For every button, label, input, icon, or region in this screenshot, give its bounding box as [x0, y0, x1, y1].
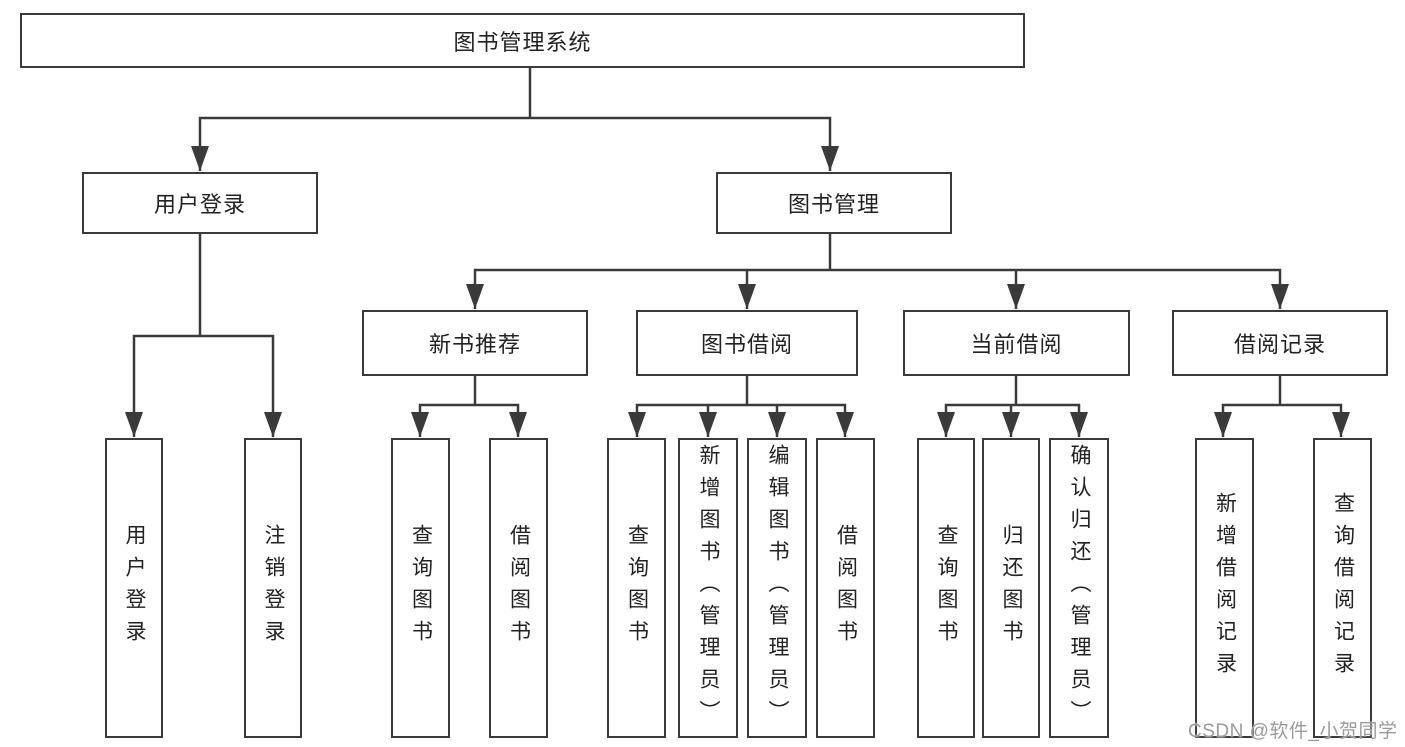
node-book-borrow: 图书借阅	[636, 310, 858, 376]
leaf-records-query-record: 查询借阅记录	[1313, 438, 1372, 738]
leaf-borrow-query-book: 查询图书	[607, 438, 666, 738]
leaf-user-login-label: 用户登录	[123, 524, 146, 652]
node-root-label: 图书管理系统	[453, 29, 592, 55]
leaf-newbook-borrow-book: 借阅图书	[489, 438, 548, 738]
leaf-borrow-query-book-label: 查询图书	[625, 524, 649, 652]
leaf-current-return-book: 归还图书	[982, 438, 1040, 738]
node-root: 图书管理系统	[20, 13, 1025, 68]
node-book-management-label: 图书管理	[787, 192, 880, 217]
node-borrow-records-label: 借阅记录	[1233, 332, 1326, 357]
leaf-current-confirm-return-admin: 确认归还（管理员）	[1049, 438, 1109, 738]
leaf-newbook-query-book: 查询图书	[391, 438, 450, 738]
node-user-login: 用户登录	[82, 172, 318, 234]
leaf-logout: 注销登录	[244, 438, 302, 738]
leaf-borrow-edit-book-admin: 编辑图书（管理员）	[747, 438, 807, 738]
leaf-current-query-book-label: 查询图书	[935, 524, 958, 652]
watermark: CSDN @软件_小贺同学	[1188, 721, 1398, 742]
node-book-borrow-label: 图书借阅	[700, 332, 793, 357]
leaf-records-add-record-label: 新增借阅记录	[1213, 492, 1237, 684]
node-current-borrow: 当前借阅	[903, 310, 1130, 376]
node-book-management: 图书管理	[716, 172, 952, 234]
leaf-records-add-record: 新增借阅记录	[1195, 438, 1254, 738]
leaf-newbook-borrow-book-label: 借阅图书	[507, 524, 531, 652]
leaf-current-return-book-label: 归还图书	[1000, 524, 1023, 652]
leaf-records-query-record-label: 查询借阅记录	[1331, 492, 1355, 684]
node-new-book-recommend: 新书推荐	[362, 310, 588, 376]
node-new-book-recommend-label: 新书推荐	[428, 332, 521, 357]
leaf-borrow-borrow-book: 借阅图书	[816, 438, 875, 738]
node-current-borrow-label: 当前借阅	[970, 332, 1063, 357]
leaf-borrow-edit-book-admin-label: 编辑图书（管理员）	[766, 444, 789, 732]
leaf-borrow-add-book-admin: 新增图书（管理员）	[678, 438, 738, 738]
arrowhead-icons	[125, 146, 1350, 437]
leaf-user-login: 用户登录	[105, 438, 163, 738]
node-borrow-records: 借阅记录	[1172, 310, 1388, 376]
leaf-current-query-book: 查询图书	[917, 438, 975, 738]
leaf-newbook-query-book-label: 查询图书	[409, 524, 433, 652]
leaf-logout-label: 注销登录	[262, 524, 285, 652]
leaf-borrow-borrow-book-label: 借阅图书	[834, 524, 858, 652]
leaf-borrow-add-book-admin-label: 新增图书（管理员）	[697, 444, 720, 732]
leaf-current-confirm-return-admin-label: 确认归还（管理员）	[1068, 444, 1091, 732]
node-user-login-label: 用户登录	[153, 192, 246, 217]
